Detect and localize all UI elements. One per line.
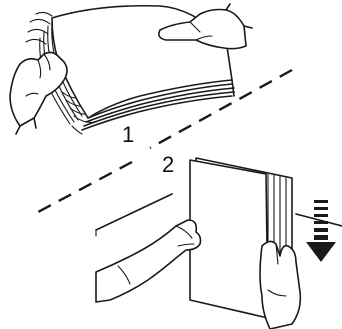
left-hand-step-1	[10, 52, 67, 134]
downward-arrow-icon	[306, 200, 336, 262]
right-hand-step-2	[260, 241, 300, 329]
step-1-number: 1	[122, 122, 134, 147]
paper-stack-front-sheet	[190, 160, 268, 318]
aligning-paper-stack-illustration	[96, 158, 342, 329]
fanning-paper-stack-illustration	[10, 4, 252, 134]
left-hand-step-2	[96, 220, 201, 302]
step-2-number: 2	[162, 152, 174, 177]
step-divider-lower	[38, 162, 132, 212]
